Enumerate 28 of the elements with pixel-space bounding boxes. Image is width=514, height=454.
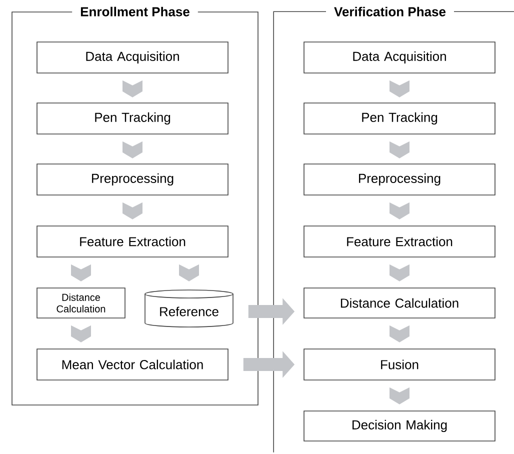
arrow — [122, 202, 142, 220]
arrow — [122, 80, 142, 98]
arrow — [390, 325, 410, 342]
arrow — [179, 264, 199, 282]
process-box: Mean Vector Calculation — [36, 348, 228, 380]
arrow — [390, 141, 410, 158]
arrow — [390, 202, 410, 220]
process-box: Pen Tracking — [36, 102, 228, 134]
arrow — [71, 325, 91, 342]
arrow — [122, 141, 142, 158]
process-box: Feature Extraction — [36, 226, 228, 258]
process-box: Distance Calculation — [36, 288, 126, 318]
process-box: Distance Calculation — [304, 288, 496, 318]
arrow — [390, 387, 410, 404]
process-box: Data Acquisition — [36, 42, 228, 74]
node-label: Verification Phase — [334, 6, 446, 16]
database-cylinder: Reference — [144, 290, 234, 328]
arrow — [71, 264, 91, 282]
process-box: Preprocessing — [304, 164, 496, 196]
arrow — [390, 264, 410, 282]
process-box: Decision Making — [304, 410, 496, 442]
process-box: Pen Tracking — [304, 102, 496, 134]
process-box: Preprocessing — [36, 164, 228, 196]
process-box: Feature Extraction — [304, 226, 496, 258]
arrow — [390, 80, 410, 98]
process-box: Fusion — [304, 348, 496, 380]
process-box: Data Acquisition — [304, 42, 496, 74]
node-label: Reference — [160, 306, 218, 316]
